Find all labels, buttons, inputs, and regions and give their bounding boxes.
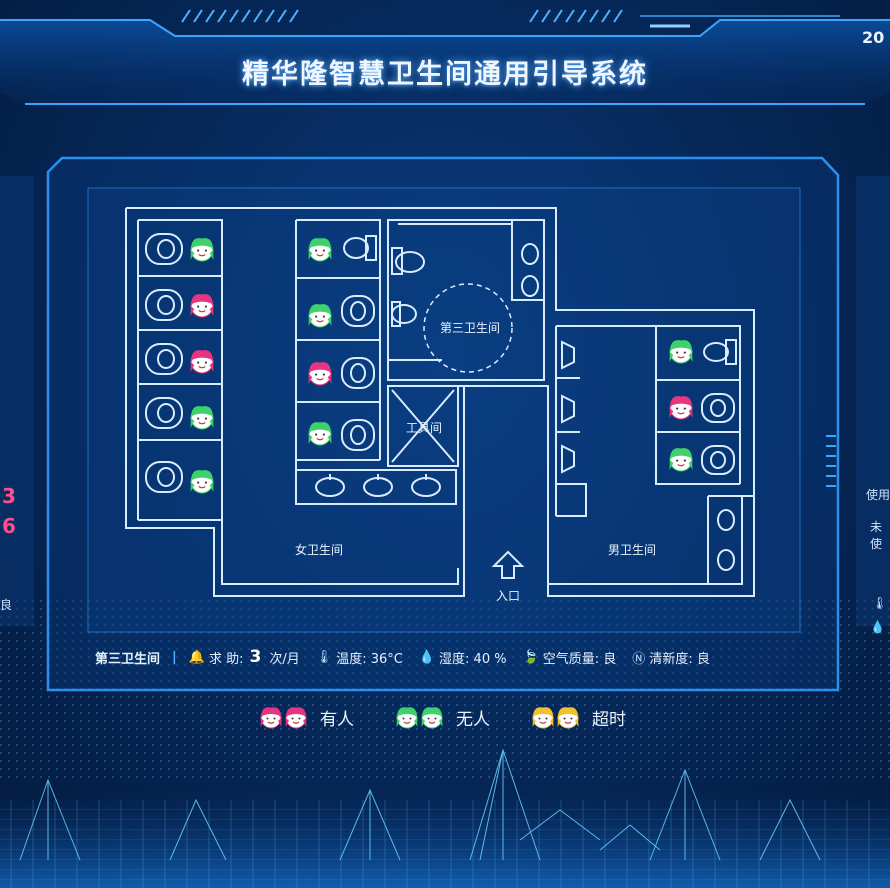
humidity-stat: 💧 湿度: 40 % bbox=[419, 648, 507, 667]
legend-overtime: 超时 bbox=[530, 704, 626, 730]
women-left-stall-2-occupied[interactable] bbox=[190, 294, 214, 318]
info-separator: | bbox=[172, 649, 177, 665]
women-right-stall-3-occupied[interactable] bbox=[308, 362, 332, 386]
freshness-stat: Ⓝ 清新度: 良 bbox=[632, 648, 710, 667]
urinal-icons bbox=[521, 243, 735, 571]
legend-vacant-label: 无人 bbox=[456, 709, 490, 730]
third-restroom-info-bar: 第三卫生间 | 🔔 求 助: 3 次/月 🌡 温度: 36°C 💧 湿度: 40… bbox=[95, 646, 726, 668]
humidity-value: 湿度: 40 % bbox=[439, 651, 507, 667]
right-stat-1: 使用 bbox=[866, 488, 890, 502]
left-stat-3: 良 bbox=[0, 598, 13, 612]
women-left-stall-5-vacant[interactable] bbox=[190, 470, 214, 494]
leaf-icon: 🍃 bbox=[522, 649, 539, 665]
status-legend: 有人 无人 超时 bbox=[258, 704, 666, 730]
mens-room-label: 男卫生间 bbox=[608, 543, 656, 557]
women-right-stall-2-vacant[interactable] bbox=[308, 304, 332, 328]
women-right-stall-4-vacant[interactable] bbox=[308, 422, 332, 446]
western-toilet-icons bbox=[343, 235, 737, 365]
women-left-stall-3-occupied[interactable] bbox=[190, 350, 214, 374]
utility-room-label: 工具间 bbox=[406, 421, 442, 435]
help-count: 3 bbox=[249, 647, 262, 667]
humidity-icon: 💧 bbox=[418, 649, 436, 665]
right-stat-2: 未使 bbox=[870, 520, 883, 551]
floor-plan-walls bbox=[125, 207, 755, 597]
occupied-faces-icon bbox=[260, 707, 307, 729]
temperature-stat: 🌡 温度: 36°C bbox=[316, 648, 403, 667]
thermometer-icon: 🌡 bbox=[315, 649, 333, 665]
date-year: 20 bbox=[862, 28, 885, 47]
air-quality-value: 空气质量: 良 bbox=[542, 651, 617, 667]
legend-vacant: 无人 bbox=[394, 704, 490, 730]
men-stall-2-occupied[interactable] bbox=[669, 396, 693, 420]
sink-icons bbox=[315, 474, 441, 497]
humidity-icon: 💧 bbox=[870, 620, 885, 634]
womens-room-label: 女卫生间 bbox=[295, 542, 343, 557]
left-stat-1: 3 bbox=[2, 484, 16, 508]
nh3-icon: Ⓝ bbox=[632, 651, 646, 667]
help-unit: 次/月 bbox=[269, 651, 300, 667]
squat-toilet-icons bbox=[145, 233, 735, 493]
info-restroom-name: 第三卫生间 bbox=[95, 651, 161, 667]
page-title: 精华隆智慧卫生间通用引导系统 bbox=[242, 59, 648, 90]
temperature-value: 温度: 36°C bbox=[336, 651, 403, 667]
women-right-stall-1-vacant[interactable] bbox=[308, 238, 332, 262]
men-stall-1-vacant[interactable] bbox=[669, 340, 693, 364]
bell-icon: 🔔 bbox=[188, 649, 205, 665]
legend-occupied: 有人 bbox=[258, 704, 354, 730]
thermometer-icon: 🌡 bbox=[872, 596, 888, 610]
third-restroom-label: 第三卫生间 bbox=[440, 321, 500, 335]
entrance-arrow-icon bbox=[491, 550, 525, 579]
left-stat-2: 6 bbox=[2, 514, 16, 538]
legend-occupied-label: 有人 bbox=[320, 709, 354, 730]
stall-status-indicators bbox=[190, 238, 693, 494]
help-label: 求 助: bbox=[208, 651, 244, 667]
vacant-faces-icon bbox=[396, 707, 443, 729]
men-stall-3-vacant[interactable] bbox=[669, 448, 693, 472]
legend-overtime-label: 超时 bbox=[592, 709, 626, 730]
third-restroom-turning-circle bbox=[423, 283, 513, 373]
air-quality-stat: 🍃 空气质量: 良 bbox=[523, 648, 617, 667]
entrance-label: 入口 bbox=[496, 589, 520, 603]
women-left-stall-1-vacant[interactable] bbox=[190, 238, 214, 262]
freshness-value: 清新度: 良 bbox=[649, 651, 710, 667]
help-request-stat: 🔔 求 助: 3 次/月 bbox=[189, 647, 300, 667]
overtime-faces-icon bbox=[532, 707, 579, 729]
women-left-stall-4-vacant[interactable] bbox=[190, 406, 214, 430]
